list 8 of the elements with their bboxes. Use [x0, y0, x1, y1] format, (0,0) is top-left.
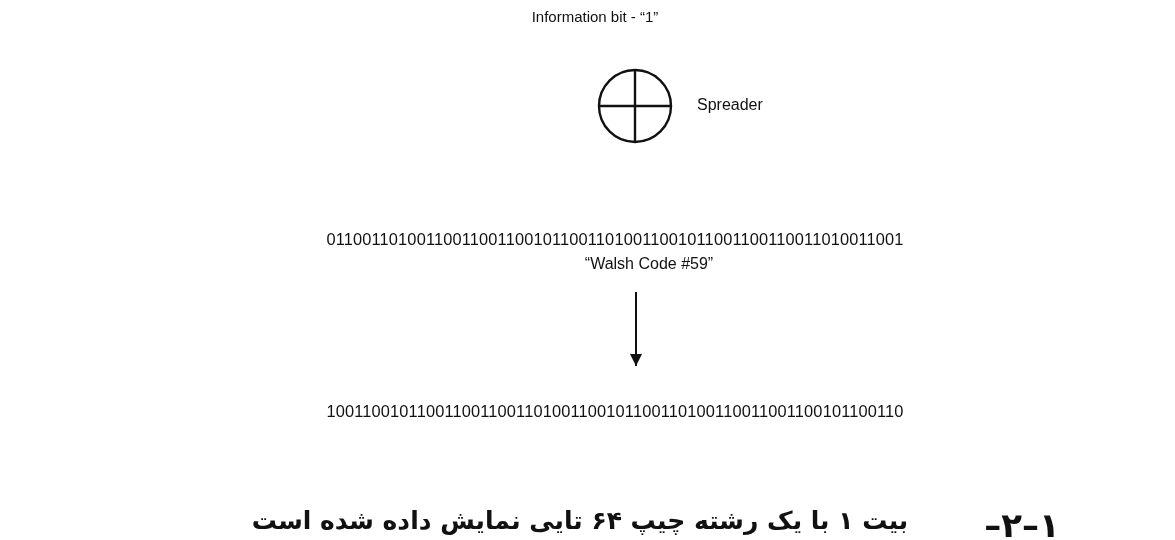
figure-caption: بیت ۱ با یک رشته چیپ ۶۴ تایی نمایش داده شده است [251, 506, 909, 535]
bit-sequence: 1001100101100110011001101001100101100110100110011001100101100110 [326, 402, 904, 421]
arrow [630, 291, 642, 367]
figure-number: ۱–۲– [984, 505, 1060, 540]
bit-sequence: 0110011010011001100110010110011010011001011001100110011010011001 [326, 230, 904, 249]
symbol-label: Spreader [697, 96, 763, 114]
code-name: “Walsh Code #59” [584, 255, 714, 273]
heading-text: Information bit - “1” [531, 8, 659, 25]
